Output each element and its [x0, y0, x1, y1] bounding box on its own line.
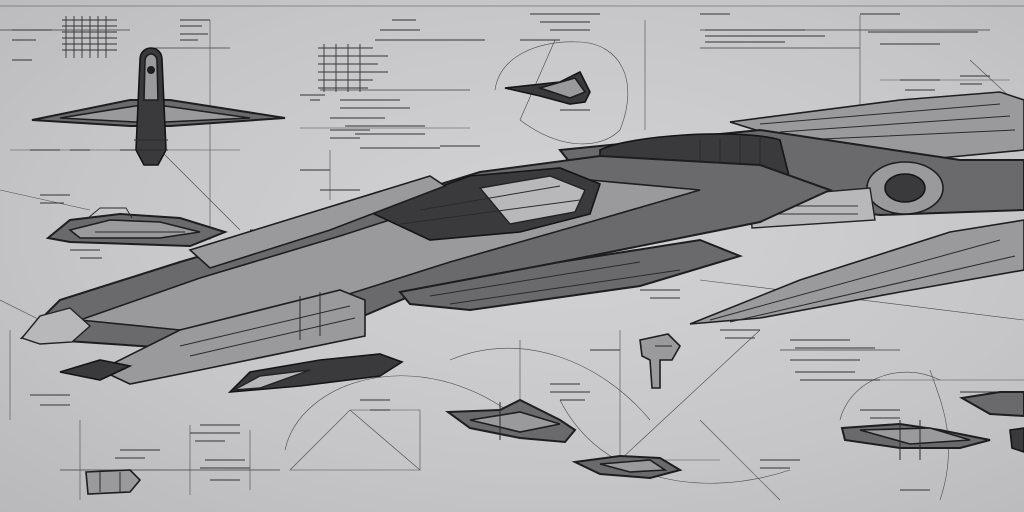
ship-side-view-bottom: [571, 454, 683, 480]
ship-side-view-right: [840, 420, 991, 460]
ship-partial-right: [959, 391, 1024, 453]
construction-lines: [0, 5, 1024, 501]
main-spaceship: [19, 91, 1024, 393]
ship-front-view: [31, 47, 286, 166]
component-detail: [85, 469, 142, 495]
ship-perspective-small-bottom: [445, 398, 577, 444]
ship-side-view-small: [45, 207, 228, 248]
annotation-marks: [12, 13, 1000, 491]
landing-gear-detail: [639, 333, 681, 389]
ship-perspective-small-top: [504, 70, 591, 105]
